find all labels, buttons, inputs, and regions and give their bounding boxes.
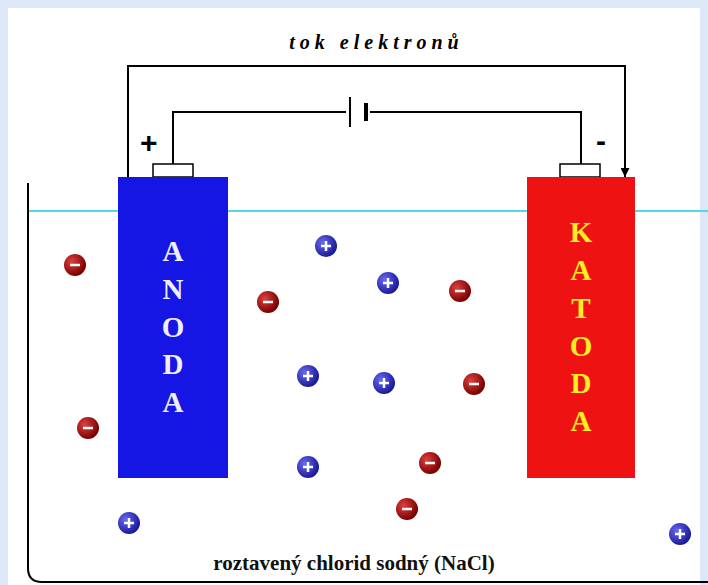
cathode-electrode: KATODA: [527, 177, 635, 478]
cathode-terminal: [560, 164, 600, 177]
wire: [173, 112, 581, 177]
anion: [463, 373, 485, 395]
cation: [373, 372, 395, 394]
cation: [315, 235, 337, 257]
wire-label: tok elektronů: [289, 32, 463, 52]
cation: [669, 523, 691, 545]
cation: [297, 365, 319, 387]
anion: [419, 452, 441, 474]
cation: [377, 272, 399, 294]
cation: [297, 456, 319, 478]
anion: [449, 280, 471, 302]
anion: [77, 417, 99, 439]
page-ground: [8, 8, 700, 585]
cation: [118, 512, 140, 534]
anion: [64, 254, 86, 276]
anion: [257, 291, 279, 313]
gas-bubbles: [198, 218, 557, 413]
polarity-sign: -: [596, 126, 606, 156]
anion: [396, 498, 418, 520]
caption: roztavený chlorid sodný (NaCl): [213, 552, 494, 575]
electrode-label: ANODA: [159, 233, 188, 421]
polarity-sign: +: [140, 128, 158, 158]
anode-terminal: [153, 164, 193, 177]
battery-symbol: [346, 97, 370, 127]
wire: [128, 66, 625, 177]
electrode-label: KATODA: [567, 214, 596, 440]
anode-electrode: ANODA: [118, 177, 228, 478]
